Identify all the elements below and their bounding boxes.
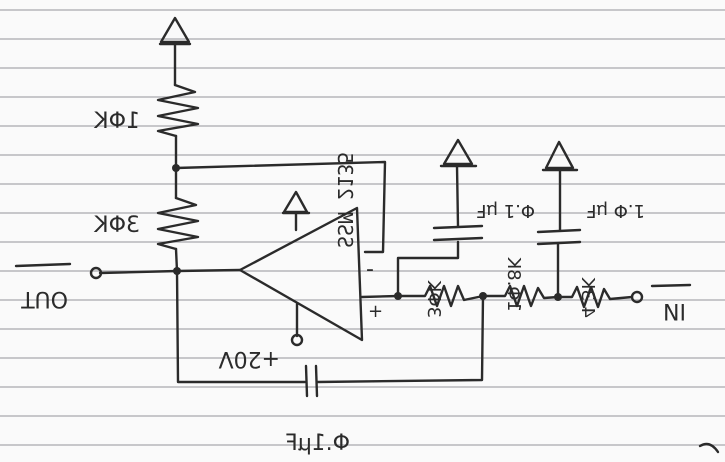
label-cap-bottom: Φ.1μF — [285, 431, 350, 456]
paper-rules — [0, 9, 725, 446]
label-resistor-middle: 3ΦK — [94, 213, 140, 238]
label-input: IN — [663, 298, 686, 323]
opamp-triangle — [238, 206, 364, 342]
label-resistor-series-3: 4.3K — [577, 276, 598, 318]
supply-terminal — [290, 333, 304, 347]
cap-a-wire — [396, 240, 460, 298]
label-plus: + — [368, 301, 383, 322]
label-resistor-top: 1ΦK — [94, 109, 140, 134]
output-overbar — [14, 262, 72, 268]
input-overbar — [650, 283, 692, 288]
bottom-right-wire — [315, 294, 485, 384]
label-opamp: SSM 2135 — [333, 152, 357, 248]
label-supply: +20V — [219, 346, 280, 371]
output-terminal — [89, 266, 103, 280]
label-resistor-series-1: 3ΦK — [423, 279, 444, 318]
label-output: OUT — [21, 286, 68, 311]
cap-bottom-plate-1 — [304, 364, 309, 398]
supply-arrow-opamp — [281, 190, 311, 232]
input-terminal — [630, 290, 644, 304]
resistor-series-3 — [556, 285, 634, 309]
stray-mark — [698, 442, 720, 454]
capacitor-a — [432, 138, 484, 242]
label-cap-a: Φ.1 μF — [476, 200, 535, 221]
label-cap-b: 1.Φ μF — [586, 200, 645, 221]
feedback-wire — [174, 160, 387, 254]
supply-arrow-top — [158, 16, 192, 87]
plus-input-wire — [360, 294, 400, 299]
bottom-left-wire — [175, 269, 307, 384]
label-minus: - — [366, 257, 374, 282]
label-resistor-series-2: 1Φ.8K — [503, 256, 524, 312]
resistor-series-2 — [481, 284, 560, 308]
capacitor-b — [536, 140, 582, 299]
resistor-series-1 — [396, 284, 485, 308]
resistor-top — [156, 83, 200, 170]
